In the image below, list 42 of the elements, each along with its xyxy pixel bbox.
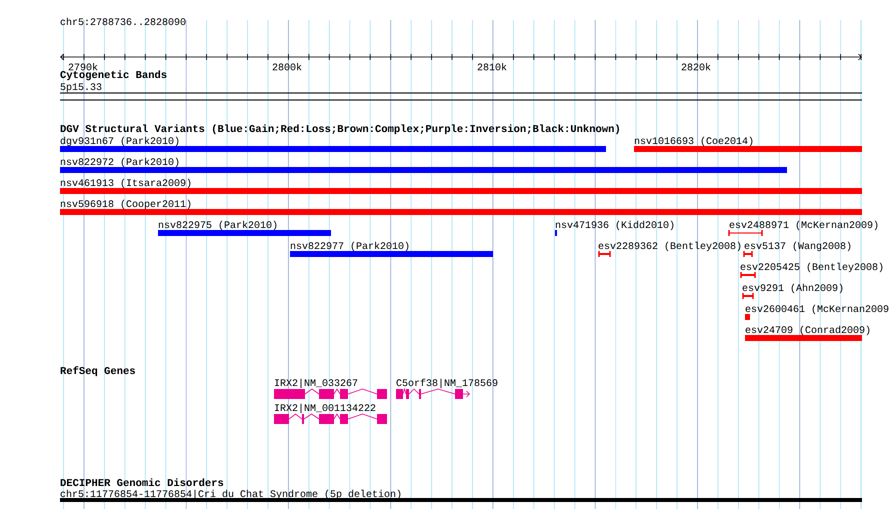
node-label: C5orf38|NM_178569 [396,378,498,388]
node-label: chr5:11776854-11776854|Cri du Chat Syndrome (5p deletion) [60,490,400,500]
node-label: nsv822977 (Park2010) [290,242,408,252]
tick-label: 2810k [478,63,506,70]
node-label: nsv1016693 (Coe2014) [634,136,752,146]
track-title: DGV Structural Variants (Blue:Gain;Red:Loss;Brown:Complex;Purple:Inversion;Black:Unknown) [60,124,619,134]
gene-model: C5orf38|NM_178569 [396,378,498,399]
track-title: DECIPHER Genomic Disorders [60,478,224,486]
variant-bar: esv2289362 (Bentley2008) [598,242,740,257]
disorder-bar: chr5:11776854-11776854|Cri du Chat Syndrome (5p deletion) [60,490,862,502]
variant-bar: nsv822975 (Park2010) [158,220,331,236]
variant-bar: esv24709 (Conrad2009) [745,326,870,341]
variant-bar: esv2488971 (McKernan2009) [728,220,878,236]
node-label: dgv931n67 (Park2010) [60,136,178,146]
variant-bar: nsv461913 (Itsara2009) [60,178,862,194]
tick-label: 2820k [682,63,710,70]
gene-model: IRX2|NM_001134222 [274,404,387,424]
tick-label: 2800k [272,63,302,70]
variant-bar: esv2205425 (Bentley2008) [740,262,882,278]
variant-bar: esv9291 (Ahn2009) [742,284,842,299]
variant-bar: nsv596918 (Cooper2011) [60,200,862,215]
node-label: nsv471936 (Kidd2010) [556,220,674,230]
gene-model: IRX2|NM_033267 [274,378,387,399]
variant-bar: nsv471936 (Kidd2010) [555,220,674,236]
track-title: RefSeq Genes [60,366,135,376]
variant-bar: esv2600461 (McKernan2009 [745,304,888,320]
cytoband-bar: 5p15.33 [60,83,862,100]
node-label: nsv822975 (Park2010) [158,220,276,230]
variant-bar: esv5137 (Wang2008) [743,242,850,257]
node-label: nsv596918 (Cooper2011) [60,200,190,210]
node-label: esv24709 (Conrad2009) [746,326,870,336]
variant-bar: nsv822977 (Park2010) [290,242,493,257]
coordinate-title: chr5:2788736..2828090 [60,18,186,26]
tick-label: 2790k [68,63,98,70]
node-label: nsv461913 (Itsara2009) [60,178,190,188]
node-label: IRX2|NM_001134222 [274,404,376,414]
variant-bar: dgv931n67 (Park2010) [60,136,606,152]
node-label: nsv822972 (Park2010) [60,158,178,168]
node-label: IRX2|NM_033267 [274,378,358,388]
node-label: esv2600461 (McKernan2009 [746,304,888,314]
variant-bar: nsv1016693 (Coe2014) [634,136,862,152]
variant-bar: nsv822972 (Park2010) [60,158,787,173]
